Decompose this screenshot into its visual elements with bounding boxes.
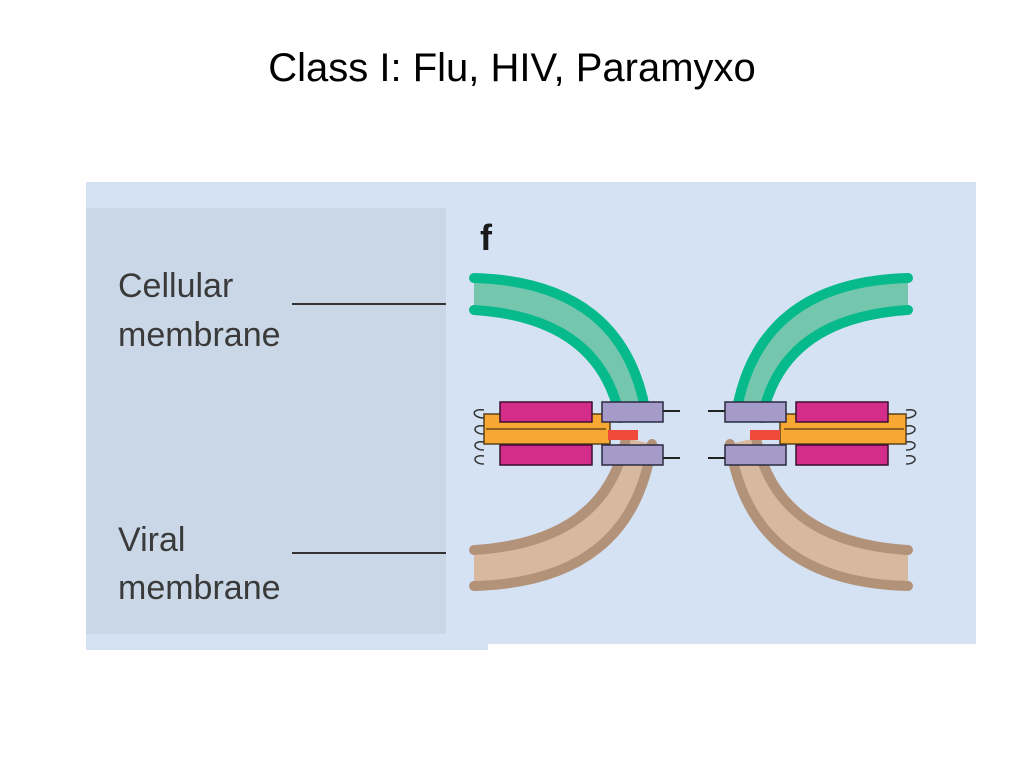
- left-magenta-helix-top: [499, 401, 593, 423]
- cellular-label-line1: Cellular: [118, 267, 233, 305]
- slide-title: Class I: Flu, HIV, Paramyxo: [268, 46, 756, 90]
- left-connector-loops: [473, 409, 485, 465]
- right-connector-loops: [905, 409, 917, 465]
- right-fusion-peptide: [750, 430, 780, 440]
- cellular-label-line2: membrane: [118, 316, 281, 354]
- membrane-fusion-diagram: f Cellular membrane Viral membrane: [86, 182, 976, 650]
- left-lavender-helix-top: [601, 401, 664, 423]
- right-lavender-helix-bottom: [724, 444, 787, 466]
- label-panel: [86, 208, 446, 650]
- right-magenta-helix-bottom: [795, 444, 889, 466]
- left-magenta-helix-bottom: [499, 444, 593, 466]
- right-lavender-helix-top: [724, 401, 787, 423]
- viral-label-line2: membrane: [118, 569, 281, 607]
- label-panel-bottom: [86, 634, 488, 650]
- right-magenta-helix-top: [795, 401, 889, 423]
- viral-label-line1: Viral: [118, 521, 185, 559]
- left-fusion-peptide: [608, 430, 638, 440]
- panel-letter: f: [480, 217, 493, 258]
- left-lavender-helix-bottom: [601, 444, 664, 466]
- cellular-membrane: [469, 273, 913, 423]
- left-hairpin-bundle: [473, 401, 680, 466]
- right-hairpin-bundle: [708, 401, 917, 466]
